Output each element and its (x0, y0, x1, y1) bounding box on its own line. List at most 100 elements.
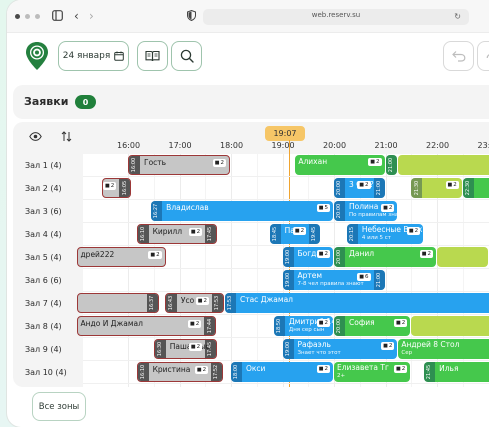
address-bar[interactable]: web.reserv.su ↻ (203, 9, 469, 25)
booking-name: Артем (297, 271, 323, 280)
booking-start-time: 17:53 (224, 293, 236, 313)
booking-block[interactable] (437, 247, 488, 267)
booking-name: Андо И Джамал (80, 319, 143, 328)
guest-count: 2 (365, 182, 369, 188)
close-dot[interactable] (15, 14, 20, 19)
booking-start-time: 22:30 (462, 178, 474, 198)
booking-block[interactable] (411, 316, 489, 336)
floor-plan-button[interactable] (137, 41, 168, 71)
undo-icon (451, 51, 465, 62)
requests-header[interactable]: Заявки 0 (13, 85, 489, 119)
booking-block[interactable]: 21:00 (385, 155, 398, 175)
search-button[interactable] (171, 41, 202, 71)
all-zones-button[interactable]: Все зоны (32, 392, 86, 421)
booking-note: Сер (401, 350, 413, 356)
half-hour-gridline (462, 154, 464, 387)
guests-icon: ■ (318, 366, 324, 372)
booking-name: Елизавета Тг (337, 363, 389, 372)
guest-count: 2 (324, 320, 328, 326)
maximize-dot[interactable] (35, 14, 40, 19)
hour-label: 17:00 (168, 141, 192, 150)
guest-count-badge: ■2 (103, 182, 117, 190)
current-time-badge: 19:07 (265, 126, 305, 141)
sidebar-toggle-icon[interactable] (52, 10, 63, 23)
date-picker-button[interactable]: 24 января (58, 41, 129, 71)
search-icon (180, 49, 194, 63)
booking-start-time: 20:00 (334, 178, 345, 198)
guest-count: 2 (220, 160, 225, 166)
guest-count: 6 (365, 274, 369, 280)
row-divider (83, 337, 489, 338)
date-label: 24 января (62, 51, 111, 61)
guest-count-badge: ■6 (357, 273, 371, 281)
booking-block[interactable]: 21:30■2 (411, 178, 462, 198)
booking-block[interactable]: Алихан■2 (295, 155, 385, 175)
guest-count-badge: ■2 (188, 228, 203, 236)
zone-label: Зал 6 (6) (25, 275, 62, 285)
booking-name: Усо (180, 296, 195, 305)
booking-start-time: 18:50 (273, 316, 285, 336)
booking-end-time: 17:45 (205, 340, 217, 358)
undo-button[interactable] (443, 41, 474, 71)
booking-name: Окси (246, 364, 266, 373)
booking-block[interactable]: дрей222■2 (76, 247, 166, 267)
guest-count-badge: ■2 (406, 227, 421, 235)
guests-icon: ■ (150, 252, 156, 258)
booking-name: Рафаэль (297, 340, 331, 349)
hour-label: 19:00 (271, 141, 295, 150)
reload-icon[interactable]: ↻ (454, 12, 461, 21)
redo-button[interactable] (477, 41, 489, 71)
row-divider (83, 199, 489, 200)
visibility-eye-icon[interactable] (29, 131, 42, 144)
back-arrow-icon[interactable]: ‹ (74, 9, 79, 23)
booking-block[interactable]: 16:05■2 (102, 178, 132, 198)
zone-label: Зал 2 (4) (25, 183, 62, 193)
booking-block[interactable]: 16:37 (76, 293, 159, 313)
guests-icon: ■ (421, 251, 427, 257)
guest-count-badge: ■2 (194, 366, 209, 374)
row-divider (83, 176, 489, 177)
guest-count: 2 (376, 159, 380, 165)
minimize-dot[interactable] (25, 14, 30, 19)
booking-end-time: 17:53 (211, 294, 223, 312)
guests-icon: ■ (294, 228, 300, 234)
guest-count-badge: ■2 (419, 250, 433, 258)
booking-name: Богдан (297, 249, 326, 258)
row-divider (83, 383, 489, 384)
booking-name: Дмитрий 14 Стол (288, 317, 333, 326)
forward-arrow-icon[interactable]: › (89, 9, 94, 23)
booking-start-time: 16:10 (137, 363, 149, 381)
booking-block[interactable]: 22:30 (462, 178, 489, 198)
guest-count-badge: ■2 (292, 227, 307, 235)
guest-count-badge: ■2 (381, 342, 395, 350)
window-controls[interactable] (15, 14, 40, 19)
booking-start-time: 20:15 (346, 224, 358, 244)
booking-block[interactable] (398, 155, 489, 175)
guest-count-badge: ■2 (148, 251, 162, 259)
sort-icon[interactable] (61, 131, 72, 145)
guests-icon: ■ (383, 343, 388, 349)
